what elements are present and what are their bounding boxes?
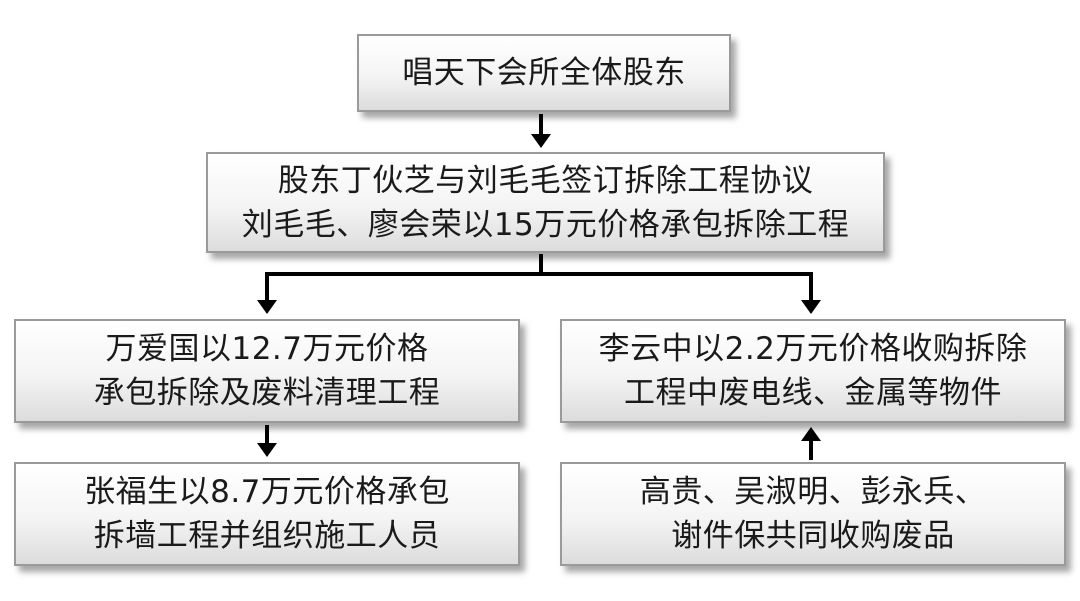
arrowhead-right-upper bbox=[801, 300, 821, 314]
node-zhang-fusheng-contract: 张福生以8.7万元价格承包 拆墙工程并组织施工人员 bbox=[14, 462, 520, 566]
node-text-line: 万爱国以12.7万元价格 bbox=[105, 331, 429, 367]
node-li-yunzhong-purchase: 李云中以2.2万元价格收购拆除 工程中废电线、金属等物件 bbox=[560, 319, 1066, 423]
node-text-line: 谢件保共同收购废品 bbox=[671, 518, 955, 554]
arrowhead-left-lower bbox=[257, 443, 277, 457]
arrowhead-left-upper bbox=[257, 300, 277, 314]
arrowhead-right-upper-from-below bbox=[801, 427, 821, 441]
node-scrap-buyers: 高贵、吴淑明、彭永兵、 谢件保共同收购废品 bbox=[560, 462, 1066, 566]
node-demolition-agreement: 股东丁伙芝与刘毛毛签订拆除工程协议 刘毛毛、廖会荣以15万元价格承包拆除工程 bbox=[206, 152, 885, 253]
arrowhead-top-to-middle bbox=[531, 134, 551, 148]
node-text-line: 承包拆除及废料清理工程 bbox=[93, 375, 441, 411]
node-text-line: 拆墙工程并组织施工人员 bbox=[93, 518, 441, 554]
node-text-line: 工程中废电线、金属等物件 bbox=[624, 375, 1002, 411]
node-text-line: 张福生以8.7万元价格承包 bbox=[84, 474, 450, 510]
node-text-line: 唱天下会所全体股东 bbox=[402, 55, 686, 91]
node-wan-aiguo-contract: 万爱国以12.7万元价格 承包拆除及废料清理工程 bbox=[14, 319, 520, 423]
node-all-shareholders: 唱天下会所全体股东 bbox=[357, 34, 731, 112]
node-text-line: 股东丁伙芝与刘毛毛签订拆除工程协议 bbox=[277, 162, 814, 199]
node-text-line: 李云中以2.2万元价格收购拆除 bbox=[598, 331, 1028, 367]
node-text-line: 高贵、吴淑明、彭永兵、 bbox=[639, 474, 987, 510]
node-text-line: 刘毛毛、廖会荣以15万元价格承包拆除工程 bbox=[241, 206, 850, 243]
